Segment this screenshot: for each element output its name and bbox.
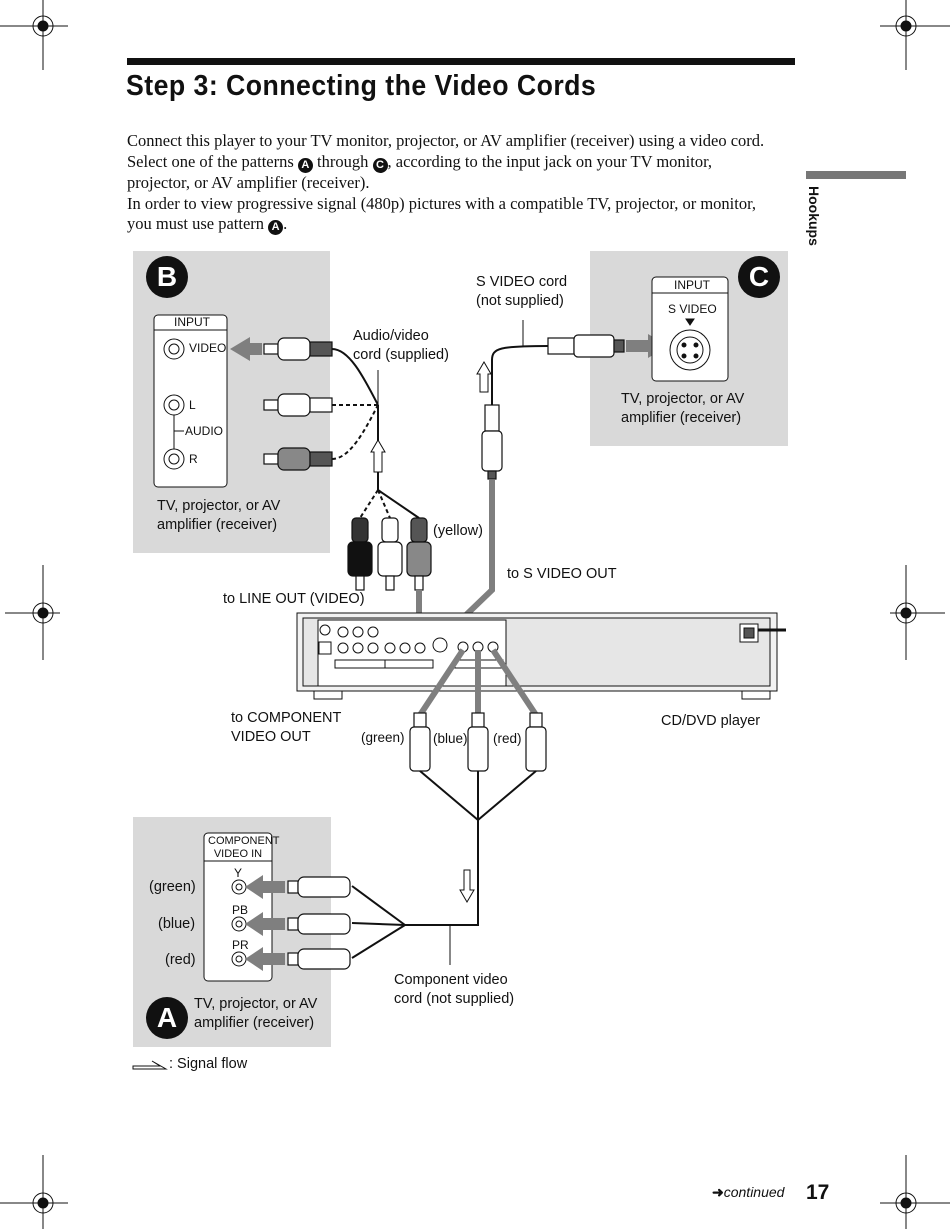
to-component-label: VIDEO OUT (231, 729, 311, 745)
intro-line: you must use pattern A. (127, 214, 797, 236)
to-component-label: to COMPONENT (231, 710, 342, 726)
intro-fragment: Select one of the patterns (127, 151, 294, 171)
panel-a-signal-arrows (245, 875, 285, 971)
panel-a-title-line: VIDEO IN (213, 848, 263, 860)
panel-a-input-title: COMPONENT VIDEO IN (208, 835, 280, 861)
continued-note: ➜continued (712, 1184, 784, 1201)
panel-c-svideo-label: S VIDEO (668, 302, 717, 316)
intro-line: In order to view progressive signal (480… (127, 193, 757, 213)
signal-arrow-component (459, 869, 475, 903)
panel-a-green-label: (green) (149, 879, 196, 895)
panel-b-l-label: L (189, 398, 196, 412)
av-cord-label: cord (supplied) (353, 347, 449, 363)
registration-mark-bottom-right (880, 1155, 950, 1229)
registration-mark-mid-left (5, 565, 60, 660)
continued-text: continued (723, 1184, 785, 1200)
registration-mark-top-right (880, 0, 950, 70)
signal-arrow-svideo-up (476, 361, 492, 393)
panel-b-rca-plugs (263, 337, 333, 471)
intro-line: projector, or AV amplifier (receiver). (127, 172, 370, 192)
yellow-label: (yellow) (433, 523, 483, 539)
panel-b-device-label: TV, projector, or AV (157, 498, 281, 514)
panel-b-device-label: amplifier (receiver) (157, 517, 278, 533)
svideo-plug-vertical (481, 404, 503, 480)
signal-flow-legend: : Signal flow (169, 1056, 248, 1072)
panel-b-video-label: VIDEO (189, 341, 227, 355)
panel-b-jack-box (153, 314, 228, 488)
panel-c-jack-box (651, 276, 729, 382)
to-svideo-out-label: to S VIDEO OUT (507, 566, 617, 582)
intro-line: Select one of the patterns A through C, … (127, 152, 797, 173)
side-tab-hookups: Hookups (806, 186, 822, 246)
badge-a: A (268, 220, 284, 236)
page-title: Step 3: Connecting the Video Cords (126, 70, 597, 102)
panel-a-jack-box (203, 832, 273, 982)
panel-c-device-label: amplifier (receiver) (621, 410, 742, 426)
registration-mark-top-left (0, 0, 68, 70)
intro-fragment: , according to the input jack on your TV… (387, 151, 713, 171)
signal-arrow-av (370, 439, 386, 473)
panel-a-pr-label: PR (232, 938, 249, 952)
line-out-rca-plugs (347, 517, 432, 591)
component-cord-label: cord (not supplied) (394, 991, 515, 1007)
intro-fragment: you must use pattern (127, 214, 265, 234)
component-red-label: (red) (493, 731, 522, 746)
registration-mark-mid-right (890, 565, 945, 660)
intro-line: Connect this player to your TV monitor, … (127, 131, 765, 150)
panel-c-letter: C (738, 256, 780, 298)
panel-a-device-label: amplifier (receiver) (194, 1015, 315, 1031)
svideo-cord-label: (not supplied) (476, 293, 564, 309)
side-tab-bar (806, 171, 906, 179)
panel-b-input-title: INPUT (174, 315, 210, 329)
arrow-right-icon: ➜ (712, 1184, 724, 1200)
title-rule (127, 58, 795, 65)
panel-c-input-title: INPUT (674, 278, 710, 292)
panel-b-r-label: R (189, 452, 198, 466)
av-cord-wires (331, 348, 420, 519)
panel-a-blue-label: (blue) (158, 916, 196, 932)
panel-b-audio-label: AUDIO (185, 424, 224, 438)
component-out-connectors (417, 648, 539, 717)
cd-dvd-player (296, 612, 786, 700)
component-blue-label: (blue) (433, 731, 468, 746)
svideo-cord (491, 320, 549, 405)
panel-a-letter: A (146, 997, 188, 1039)
component-cord-wires (351, 770, 537, 965)
component-cord-label: Component video (394, 972, 508, 988)
panel-b-letter: B (146, 256, 188, 298)
badge-a: A (297, 157, 313, 173)
component-out-plugs (409, 712, 547, 772)
intro-fragment: through (317, 151, 369, 171)
panel-a-rca-plugs (287, 876, 351, 970)
panel-a-pb-label: PB (232, 903, 249, 917)
badge-c: C (372, 157, 388, 173)
signal-arrow-video (230, 337, 262, 361)
registration-mark-bottom-left (0, 1155, 68, 1229)
signal-flow-legend-arrow (132, 1060, 168, 1070)
svideo-plug-horizontal (547, 334, 625, 358)
component-green-label: (green) (361, 730, 405, 745)
svideo-cord-label: S VIDEO cord (476, 274, 568, 290)
panel-a-red-label: (red) (165, 952, 196, 968)
to-line-out-label: to LINE OUT (VIDEO) (223, 591, 365, 607)
page-number: 17 (806, 1181, 830, 1204)
intro-text: Connect this player to your TV monitor, … (127, 131, 797, 236)
av-cord-label: Audio/video (353, 328, 429, 344)
panel-a-y-label: Y (234, 866, 243, 880)
player-label: CD/DVD player (661, 713, 761, 729)
intro-fragment: . (283, 214, 288, 234)
panel-c-device-label: TV, projector, or AV (621, 391, 745, 407)
panel-a-title-line: COMPONENT (208, 835, 280, 847)
panel-a-device-label: TV, projector, or AV (194, 996, 318, 1012)
